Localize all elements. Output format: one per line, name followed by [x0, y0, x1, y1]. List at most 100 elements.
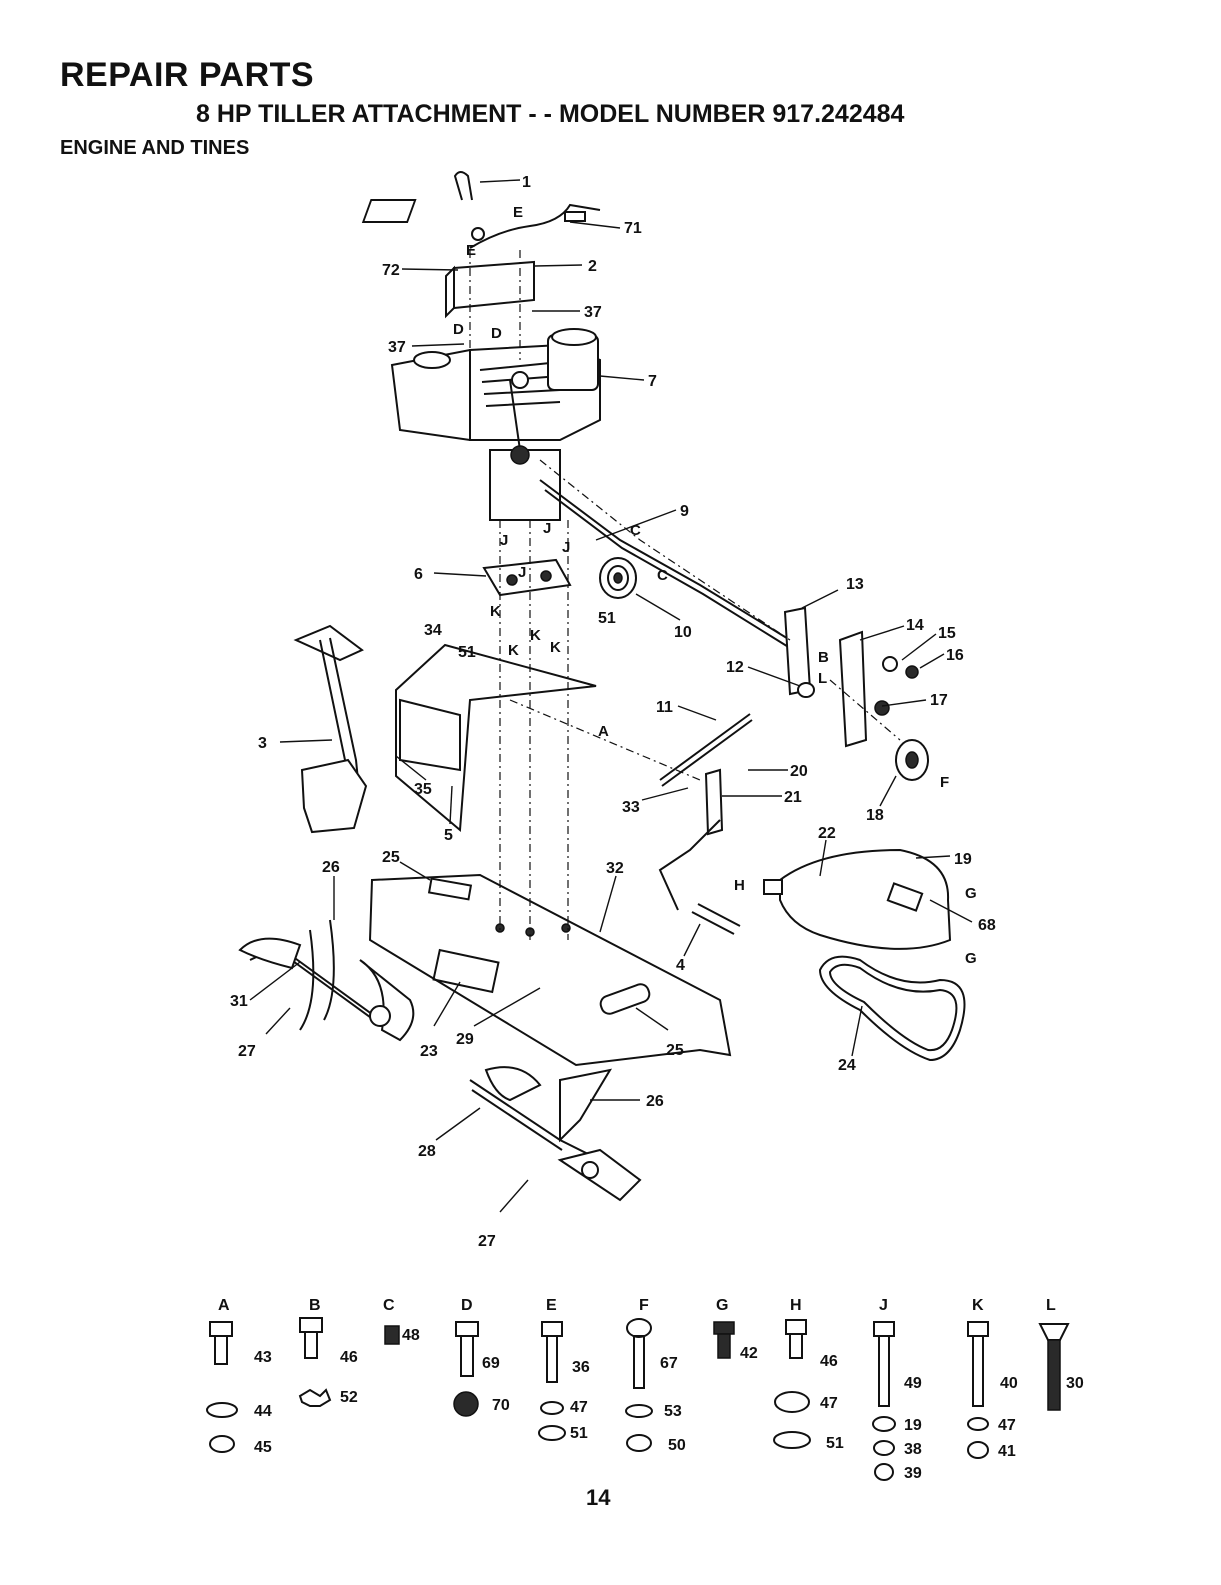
- ref-letter-k-2: K: [530, 627, 541, 644]
- callout-11: 11: [656, 699, 673, 716]
- callout-9: 9: [680, 503, 689, 520]
- hw-e-36: 36: [572, 1359, 590, 1376]
- callout-12: 12: [726, 659, 744, 676]
- hw-letter-k: K: [972, 1297, 984, 1314]
- callout-19: 19: [954, 851, 972, 868]
- engine-bracket-drawing: [445, 260, 535, 319]
- callout-13: 13: [846, 576, 864, 593]
- hw-k-47: 47: [998, 1417, 1016, 1434]
- callout-1: 1: [522, 174, 531, 191]
- ref-letter-j-3: J: [518, 564, 526, 581]
- ref-letter-j-2: J: [543, 520, 551, 537]
- callout-28: 28: [418, 1143, 436, 1160]
- callout-68: 68: [978, 917, 996, 934]
- callout-5: 5: [444, 827, 453, 844]
- ref-letter-g-upper: G: [965, 885, 977, 902]
- ref-letter-d-left: D: [453, 321, 464, 338]
- callout-25-upper: 25: [382, 849, 400, 866]
- right-tines-drawing: [469, 1066, 642, 1202]
- hardware-key: [206, 1317, 1070, 1481]
- callout-27-right: 27: [478, 1233, 496, 1250]
- ref-letter-l: L: [818, 670, 827, 687]
- callout-3: 3: [258, 735, 267, 752]
- callout-35: 35: [414, 781, 432, 798]
- callout-15: 15: [938, 625, 956, 642]
- model-subtitle: 8 HP TILLER ATTACHMENT - - MODEL NUMBER …: [196, 100, 905, 128]
- hw-letter-c: C: [383, 1297, 395, 1314]
- hw-f-67: 67: [660, 1355, 678, 1372]
- callout-numbers: 1 71 72 2 37 37 7 9 6 10 13 14 15 16 34 …: [230, 174, 996, 1250]
- callout-18: 18: [866, 807, 884, 824]
- hw-f-53: 53: [664, 1403, 682, 1420]
- hw-letter-d: D: [461, 1297, 473, 1314]
- hw-d-69: 69: [482, 1355, 500, 1372]
- hw-l-30: 30: [1066, 1375, 1084, 1392]
- callout-24: 24: [838, 1057, 856, 1074]
- hw-j-49: 49: [904, 1375, 922, 1392]
- callout-32: 32: [606, 860, 624, 877]
- shift-rod-drawing: [658, 713, 753, 935]
- hw-letter-e: E: [546, 1297, 557, 1314]
- hw-j-39: 39: [904, 1465, 922, 1482]
- callout-21: 21: [784, 789, 802, 806]
- page-number: 14: [586, 1485, 611, 1510]
- v-belt-drawing: [818, 955, 966, 1062]
- hw-b-46: 46: [340, 1349, 358, 1366]
- callout-6: 6: [414, 566, 423, 583]
- ref-letter-k-4: K: [550, 639, 561, 656]
- depth-stake-drawing: [293, 624, 368, 834]
- belt-guard-drawing: [763, 848, 952, 950]
- hw-a-45: 45: [254, 1439, 272, 1456]
- callout-17: 17: [930, 692, 948, 709]
- ref-letter-k-3: K: [508, 642, 519, 659]
- throttle-control-drawing: [361, 171, 601, 249]
- tine-shield-drawing: [368, 873, 732, 1067]
- ref-letter-e-left: E: [466, 242, 476, 259]
- hw-letter-h: H: [790, 1297, 802, 1314]
- callout-26-right: 26: [646, 1093, 664, 1110]
- hw-letter-b: B: [309, 1297, 321, 1314]
- hw-letter-f: F: [639, 1297, 649, 1314]
- hardware-letters: A B C D E F G H J K L: [218, 1297, 1056, 1314]
- callout-71: 71: [624, 220, 642, 237]
- callout-2: 2: [588, 258, 597, 275]
- callout-51-left: 51: [458, 644, 476, 661]
- ref-letter-c-upper: C: [630, 522, 641, 539]
- hardware-numbers: 43 44 45 46 52 48 69 70 36 47 51 67 53 5…: [254, 1327, 1084, 1482]
- section-heading: ENGINE AND TINES: [60, 137, 250, 159]
- ref-letter-e-right: E: [513, 204, 523, 221]
- pulley-drawing: [599, 557, 637, 599]
- callout-31: 31: [230, 993, 248, 1010]
- callout-leader-lines: [249, 179, 973, 1213]
- engine-drawing: [390, 328, 601, 521]
- hw-f-50: 50: [668, 1437, 686, 1454]
- callout-16: 16: [946, 647, 964, 664]
- left-tines-drawing: [238, 919, 415, 1042]
- hw-letter-l: L: [1046, 1297, 1056, 1314]
- callout-33: 33: [622, 799, 640, 816]
- hw-j-19: 19: [904, 1417, 922, 1434]
- hw-c-48: 48: [402, 1327, 420, 1344]
- hw-k-41: 41: [998, 1443, 1016, 1460]
- hw-k-40: 40: [1000, 1375, 1018, 1392]
- ref-letter-f: F: [940, 774, 949, 791]
- callout-29: 29: [456, 1031, 474, 1048]
- callout-20: 20: [790, 763, 808, 780]
- callout-4: 4: [676, 957, 685, 974]
- callout-14: 14: [906, 617, 924, 634]
- hw-a-44: 44: [254, 1403, 272, 1420]
- hood-drawing: [395, 643, 597, 833]
- callout-72: 72: [382, 262, 400, 279]
- ref-letter-j-4: J: [562, 539, 570, 556]
- page-title: REPAIR PARTS: [60, 56, 315, 94]
- reference-letters: E E D D C C J J J J K K K K A B L F H G …: [453, 204, 977, 967]
- idler-bracket-drawing: [783, 606, 929, 781]
- assembly-center-lines: [469, 250, 901, 940]
- hw-j-38: 38: [904, 1441, 922, 1458]
- ref-letter-d-right: D: [491, 325, 502, 342]
- callout-51-right: 51: [598, 610, 616, 627]
- hw-h-51: 51: [826, 1435, 844, 1452]
- hw-e-51: 51: [570, 1425, 588, 1442]
- hw-b-52: 52: [340, 1389, 358, 1406]
- hw-d-70: 70: [492, 1397, 510, 1414]
